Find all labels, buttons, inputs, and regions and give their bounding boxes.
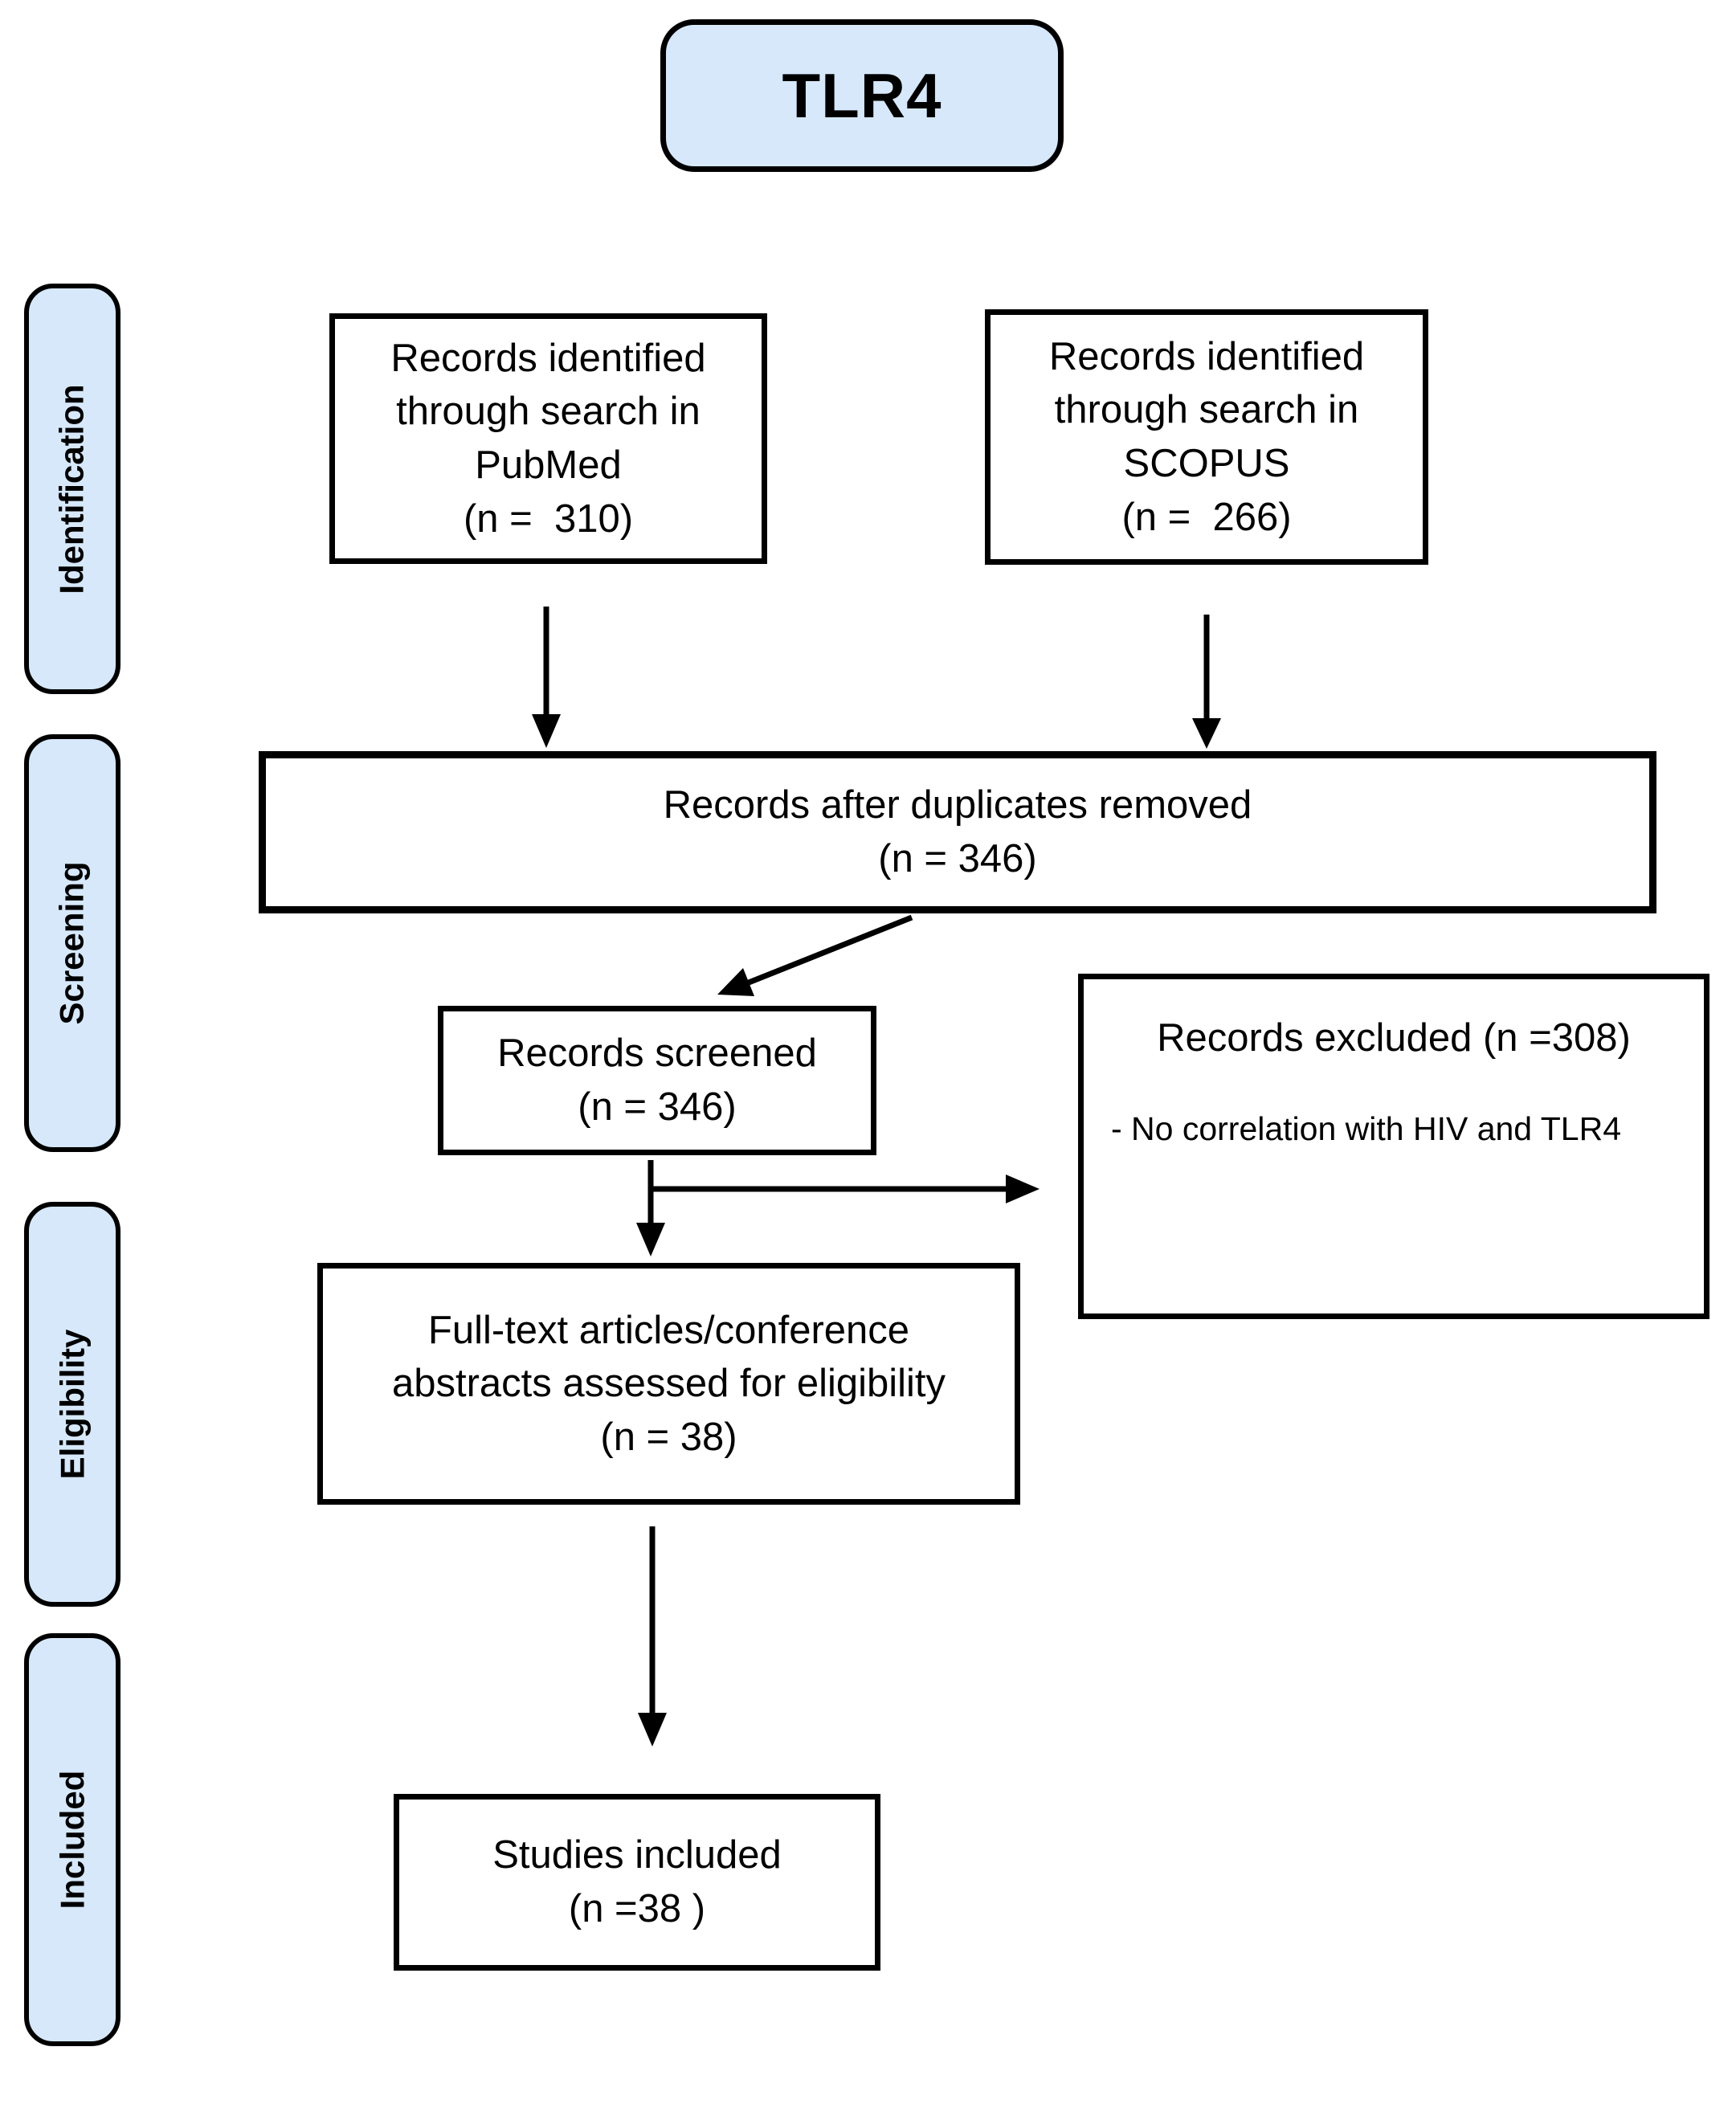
arrow-fulltext-to-studies — [638, 1526, 667, 1747]
title-box: TLR4 — [660, 19, 1064, 172]
box-line: Records screened — [497, 1032, 817, 1076]
phase-identification: Identification — [24, 284, 120, 694]
box-line: through search in — [396, 390, 701, 434]
box-line: Records after duplicates removed — [663, 783, 1252, 827]
box-studies-included: Studies included (n =38 ) — [394, 1794, 880, 1971]
box-line: (n = 346) — [578, 1085, 737, 1129]
box-fulltext-assessed: Full-text articles/conference abstracts … — [317, 1263, 1020, 1505]
excluded-title: Records excluded (n =308) — [1157, 1016, 1631, 1060]
arrow-screened-to-excluded — [651, 1175, 1040, 1203]
box-line: SCOPUS — [1123, 442, 1290, 485]
box-line: Studies included — [492, 1833, 782, 1877]
box-records-pubmed: Records identified through search in Pub… — [329, 313, 767, 564]
box-line: (n = 266) — [1121, 495, 1292, 539]
box-duplicates-removed: Records after duplicates removed (n = 34… — [259, 751, 1656, 913]
box-line: PubMed — [475, 443, 622, 487]
phase-included: Included — [24, 1633, 120, 2046]
phase-label: Screening — [53, 861, 92, 1025]
box-line: (n = 310) — [463, 496, 634, 541]
box-line: Records identified — [390, 336, 706, 380]
phase-screening: Screening — [24, 734, 120, 1152]
phase-label: Included — [53, 1770, 91, 1910]
box-line: (n = 38) — [600, 1415, 737, 1459]
phase-label: Identification — [53, 383, 91, 594]
arrow-duplicates-to-screened — [717, 914, 913, 996]
phase-label: Eligibility — [53, 1329, 91, 1480]
title-label: TLR4 — [782, 59, 942, 131]
box-line: Full-text articles/conference — [427, 1308, 910, 1352]
arrow-screened-to-fulltext — [636, 1160, 665, 1256]
box-records-scopus: Records identified through search in SCO… — [985, 309, 1428, 565]
phase-eligibility: Eligibility — [24, 1202, 120, 1607]
arrow-pubmed-to-duplicates — [532, 607, 561, 748]
box-line: (n =38 ) — [568, 1887, 706, 1930]
box-records-excluded: Records excluded (n =308) - No correlati… — [1078, 974, 1709, 1319]
box-records-screened: Records screened (n = 346) — [438, 1006, 876, 1155]
arrow-scopus-to-duplicates — [1192, 615, 1221, 749]
excluded-reason: - No correlation with HIV and TLR4 — [1111, 1109, 1622, 1147]
box-line: abstracts assessed for eligibility — [391, 1362, 946, 1406]
box-line: Records identified — [1048, 334, 1365, 378]
box-line: (n = 346) — [878, 837, 1037, 880]
box-line: through search in — [1054, 388, 1359, 432]
